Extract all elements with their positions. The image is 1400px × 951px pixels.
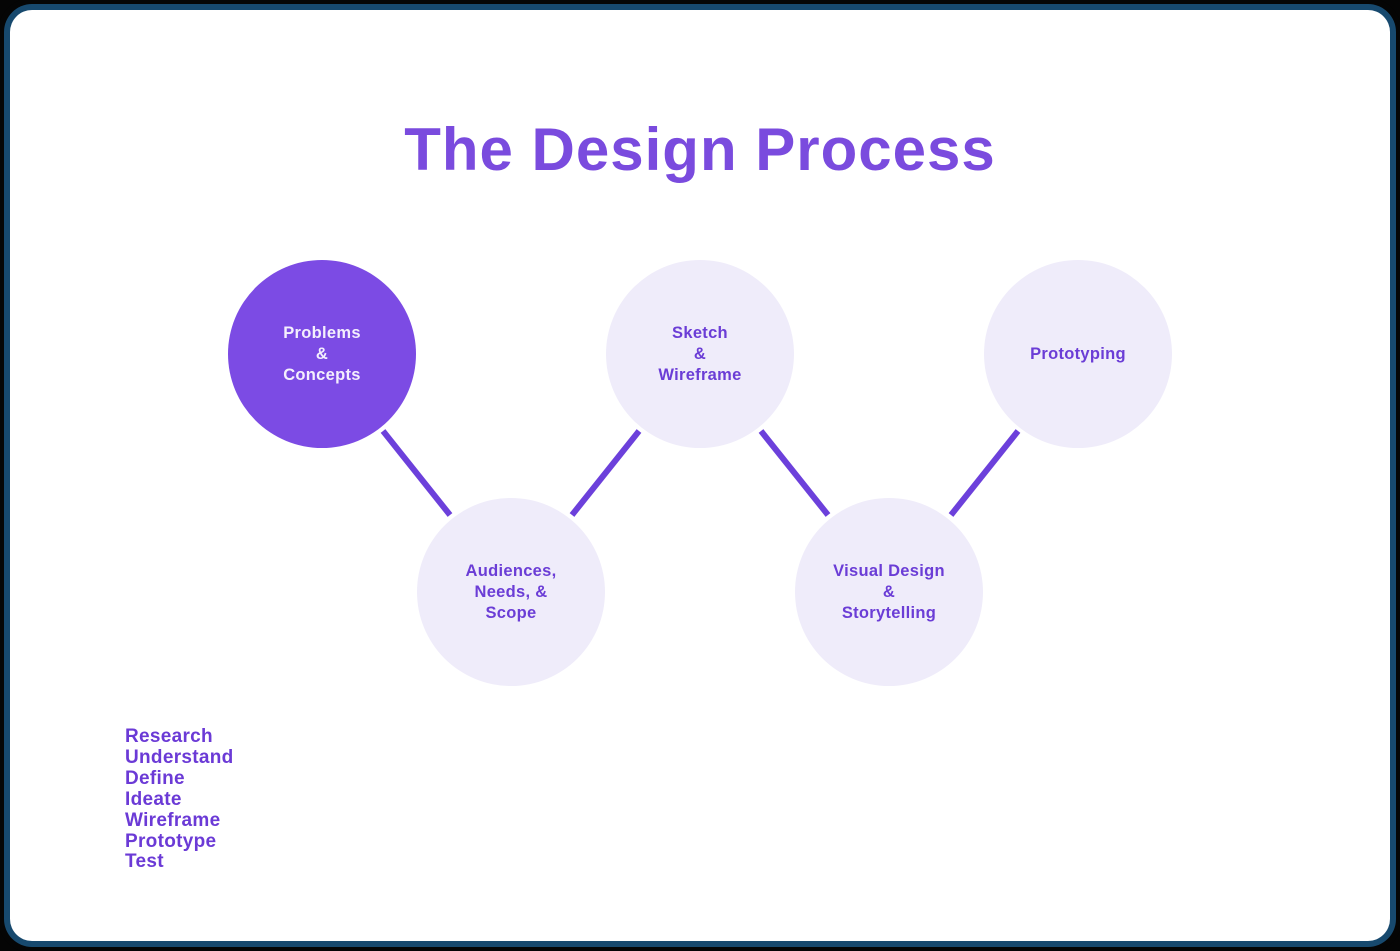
circle-audiences-needs-scope: Audiences, Needs, & Scope: [417, 498, 605, 686]
circle-label-line: Prototyping: [1030, 344, 1126, 363]
step-item: Test: [125, 851, 164, 873]
circle-label-line: &: [693, 344, 707, 363]
circle-label: Prototyping: [1030, 344, 1126, 365]
circle-sketch-wireframe: Sketch & Wireframe: [606, 260, 794, 448]
page-title: The Design Process: [404, 116, 996, 184]
circle-label: Audiences, Needs, & Scope: [465, 561, 556, 624]
circle-label-line: Needs, &: [474, 582, 548, 601]
circle-label: Visual Design & Storytelling: [833, 561, 945, 624]
circle-problems-concepts: Problems & Concepts: [228, 260, 416, 448]
step-item: Wireframe: [125, 809, 221, 831]
circle-label-line: Scope: [485, 603, 537, 622]
circle-label: Sketch & Wireframe: [658, 323, 741, 386]
circle-label-line: Sketch: [672, 323, 728, 342]
circle-label-line: Visual Design: [833, 561, 945, 580]
step-item: Prototype: [125, 830, 217, 852]
connector-line-2: [569, 429, 642, 517]
step-item: Define: [125, 767, 185, 789]
circle-label-line: &: [882, 582, 896, 601]
circle-label-line: Problems: [283, 323, 361, 342]
circle-prototyping: Prototyping: [984, 260, 1172, 448]
circle-label-line: Wireframe: [658, 365, 742, 384]
circle-label-line: Storytelling: [841, 603, 937, 622]
step-item: Ideate: [125, 788, 182, 810]
circle-label-line: Audiences,: [465, 561, 557, 580]
step-item: Research: [125, 726, 213, 747]
steps-list: Research Understand Define Ideate Wirefr…: [125, 726, 234, 873]
circle-label-line: &: [315, 344, 329, 363]
circle-visual-design-storytelling: Visual Design & Storytelling: [795, 498, 983, 686]
connector-line-1: [380, 429, 453, 517]
circle-label: Problems & Concepts: [283, 323, 361, 386]
step-item: Understand: [125, 746, 234, 768]
connector-line-4: [948, 429, 1021, 517]
canvas-card: [10, 10, 1390, 941]
connector-line-3: [758, 429, 831, 517]
circle-label-line: Concepts: [283, 365, 361, 384]
